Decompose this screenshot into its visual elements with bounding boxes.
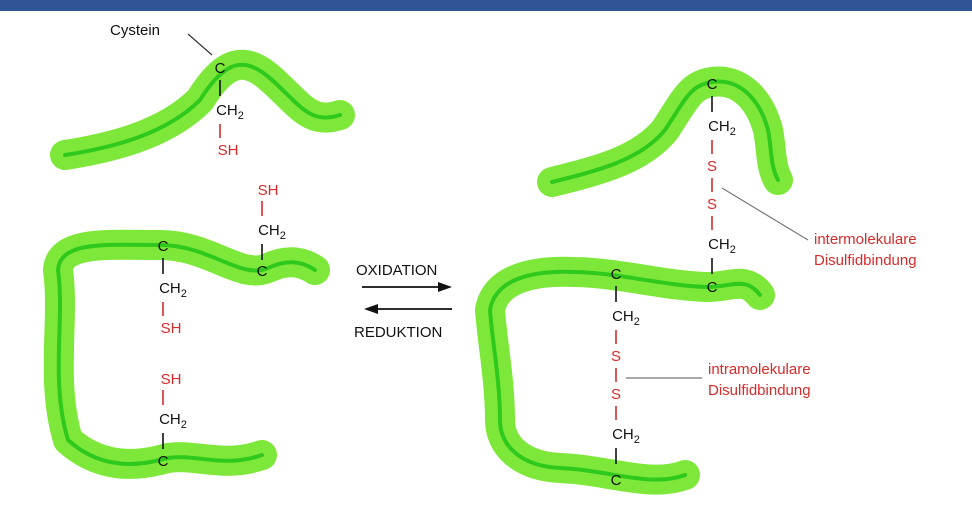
intramolecular-label-line1: intramolekulare	[708, 361, 811, 378]
ch2-group-5: CH2	[708, 118, 736, 138]
intramolecular-label-line2: Disulfidbindung	[708, 382, 811, 399]
ch2-group-4: CH2	[159, 411, 187, 431]
header-bar	[0, 0, 972, 11]
reduktion-label: REDUKTION	[354, 324, 442, 341]
reduktion-arrow	[364, 304, 452, 314]
protein-chain-left-bottom	[43, 229, 330, 479]
sulfur-atom-3: S	[611, 348, 621, 365]
intermolecular-label-line2: Disulfidbindung	[814, 252, 917, 269]
oxidation-label: OXIDATION	[356, 262, 437, 279]
carbon-atom-8: C	[611, 472, 622, 489]
ch2-group-7: CH2	[612, 308, 640, 328]
carbon-atom-7: C	[611, 266, 622, 283]
protein-chain-right-bottom	[475, 256, 775, 495]
ch2-group-6: CH2	[708, 236, 736, 256]
thiol-group-1: SH	[218, 142, 239, 159]
protein-chain-left-top	[50, 49, 355, 170]
carbon-atom-4: C	[158, 453, 169, 470]
carbon-atom-6: C	[707, 279, 718, 296]
thiol-group-4: SH	[161, 371, 182, 388]
thiol-group-2: SH	[258, 182, 279, 199]
inter-leader-line	[721, 187, 809, 241]
ch2-group-3: CH2	[159, 280, 187, 300]
ch2-group-1: CH2	[216, 102, 244, 122]
protein-chain-right-top	[537, 66, 793, 197]
sulfur-atom-1: S	[707, 158, 717, 175]
carbon-atom-3: C	[158, 238, 169, 255]
sulfur-atom-4: S	[611, 386, 621, 403]
oxidation-arrow	[362, 282, 452, 292]
carbon-atom-5: C	[707, 76, 718, 93]
carbon-atom-2: C	[257, 263, 268, 280]
cystein-label: Cystein	[110, 22, 160, 39]
sulfur-atom-2: S	[707, 196, 717, 213]
ch2-group-8: CH2	[612, 426, 640, 446]
cystein-leader-line	[187, 33, 213, 56]
carbon-atom-1: C	[215, 60, 226, 77]
ch2-group-2: CH2	[258, 222, 286, 242]
thiol-group-3: SH	[161, 320, 182, 337]
intermolecular-label-line1: intermolekulare	[814, 231, 917, 248]
